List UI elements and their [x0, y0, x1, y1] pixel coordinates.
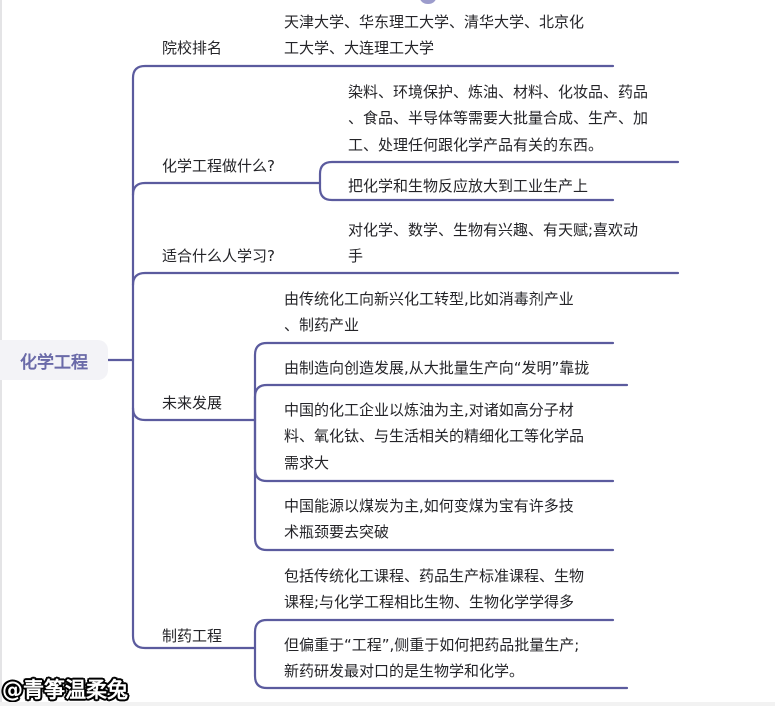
- branch-node-what-does-chem-eng-do[interactable]: 化学工程做什么?: [162, 157, 275, 175]
- root-node[interactable]: 化学工程: [0, 340, 108, 380]
- leaf-node[interactable]: 把化学和生物反应放大到工业生产上: [348, 177, 589, 195]
- leaf-node[interactable]: 由传统化工向新兴化工转型,比如消毒剂产业 、制药产业: [284, 290, 574, 335]
- bottom-frame-edge: [0, 702, 775, 706]
- leaf-node[interactable]: 包括传统化工课程、药品生产标准课程、生物 课程;与化学工程相比生物、生物化学学得…: [284, 567, 585, 612]
- branch-node-who-should-study[interactable]: 适合什么人学习?: [162, 247, 275, 265]
- branch-node-future-development[interactable]: 未来发展: [162, 394, 223, 412]
- branch-node-pharmaceutical-engineering[interactable]: 制药工程: [162, 627, 223, 645]
- leaf-node[interactable]: 中国的化工企业以炼油为主,对诸如高分子材 料、氧化钛、与生活相关的精细化工等化学…: [284, 401, 585, 472]
- leaf-node[interactable]: 中国能源以煤炭为主,如何变煤为宝有许多技 术瓶颈要去突破: [284, 497, 574, 542]
- leaf-node[interactable]: 由制造向创造发展,从大批量生产向“发明”靠拢: [284, 359, 590, 377]
- branch-node-school-ranking[interactable]: 院校排名: [162, 39, 223, 57]
- leaf-node[interactable]: 但偏重于“工程”,侧重于如何把药品批量生产; 新药研发最对口的是生物学和化学。: [284, 636, 580, 681]
- watermark: @青筝温柔兔: [2, 678, 128, 702]
- leaf-node[interactable]: 对化学、数学、生物有兴趣、有天赋;喜欢动 手: [348, 221, 639, 266]
- leaf-node[interactable]: 天津大学、华东理工大学、清华大学、北京化 工大学、大连理工大学: [284, 13, 585, 58]
- leaf-node[interactable]: 染料、环境保护、炼油、材料、化妆品、药品 、食品、半导体等需要大批量合成、生产、…: [348, 83, 649, 154]
- collapsed-node-indicator: [420, 0, 436, 4]
- root-node-label: 化学工程: [20, 352, 88, 373]
